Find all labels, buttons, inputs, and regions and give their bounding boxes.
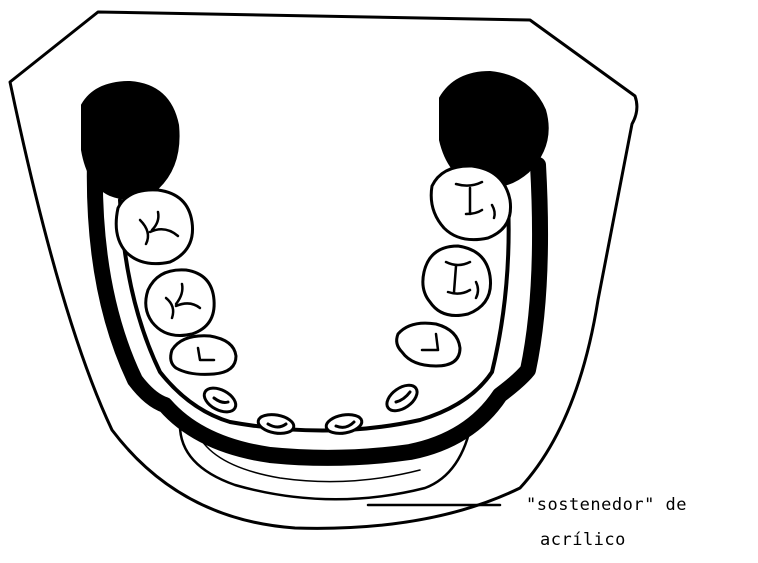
left-retromolar-pad — [82, 82, 179, 199]
left-premolar — [171, 336, 236, 375]
left-second-molar — [146, 270, 214, 336]
left-first-molar — [116, 190, 192, 264]
right-incisor-central — [325, 412, 364, 436]
right-first-molar — [431, 166, 510, 240]
right-canine — [382, 380, 421, 416]
left-incisor-lateral — [257, 412, 296, 436]
acrylic-holder-label-line2: acrílico — [540, 530, 626, 550]
right-second-molar — [423, 246, 491, 316]
right-premolar — [397, 323, 460, 366]
acrylic-holder-label-line1: "sostenedor" de — [526, 495, 687, 515]
